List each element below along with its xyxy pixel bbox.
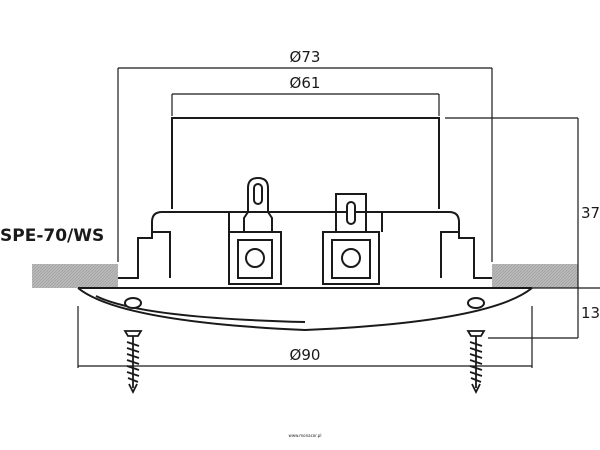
ceiling-panel-left bbox=[32, 264, 118, 288]
dimension-height: 37 bbox=[581, 204, 600, 222]
ceiling-panel-right bbox=[492, 264, 578, 288]
terminal-left bbox=[228, 176, 282, 285]
speaker-frame bbox=[118, 211, 492, 279]
speaker-flange bbox=[77, 287, 533, 332]
screw-left bbox=[123, 330, 143, 395]
model-label: SPE-70/WS bbox=[0, 226, 104, 246]
speaker-can bbox=[171, 117, 440, 209]
watermark: www.monacor.pl bbox=[289, 433, 322, 438]
dimension-outer-diameter: Ø73 bbox=[290, 48, 321, 66]
terminal-right bbox=[322, 193, 380, 285]
dimension-lines bbox=[77, 67, 600, 368]
dimension-flange-diameter: Ø90 bbox=[290, 346, 321, 364]
dimension-flange-height: 13 bbox=[581, 304, 600, 322]
dimension-inner-diameter: Ø61 bbox=[290, 74, 321, 92]
screw-right bbox=[466, 330, 486, 395]
